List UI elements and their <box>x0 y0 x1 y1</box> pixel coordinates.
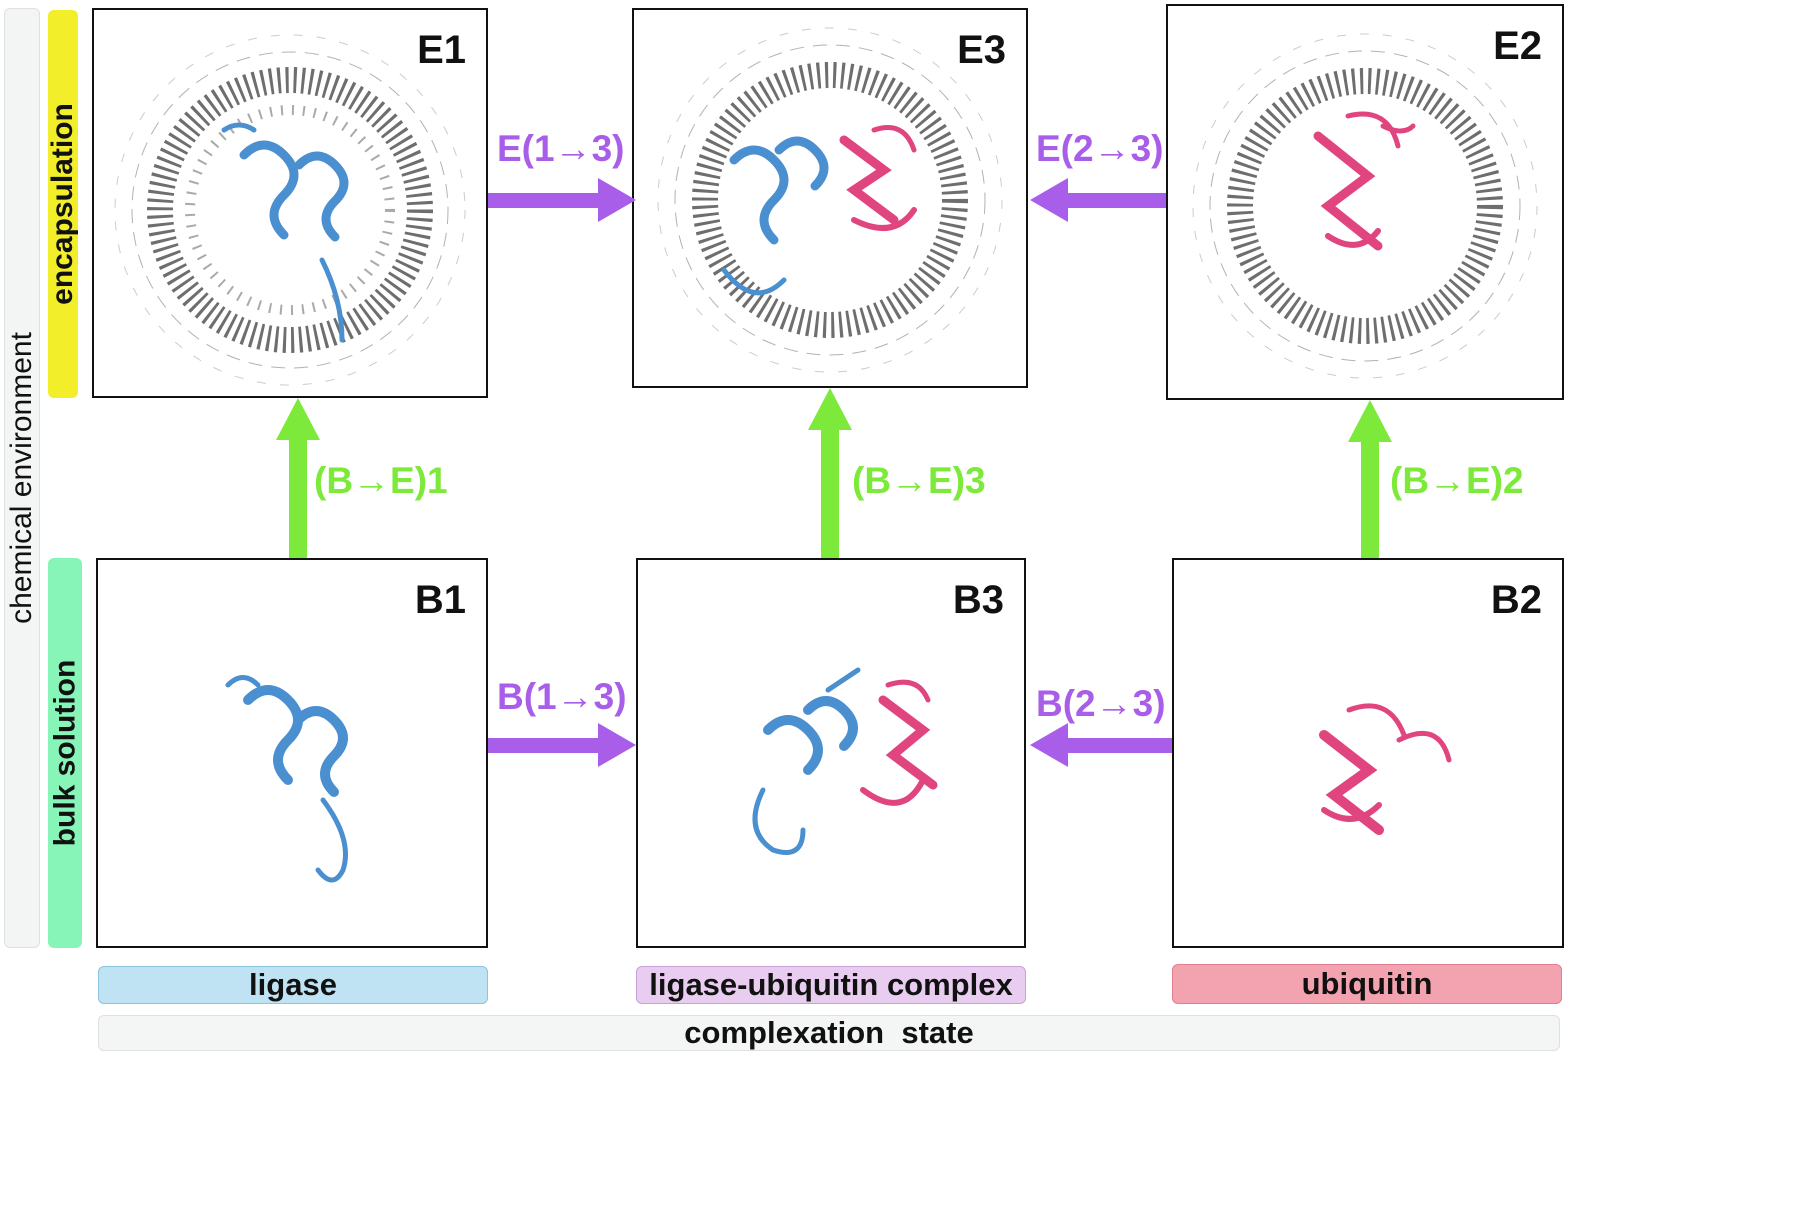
panel-b1: B1 <box>96 558 488 948</box>
micelle-shell <box>114 34 466 386</box>
panel-e1: E1 <box>92 8 488 398</box>
panel-b3-label: B3 <box>952 578 1004 622</box>
label-be-1: (B→E)1 <box>314 460 448 501</box>
arrow-be-3 <box>808 388 852 558</box>
ubiquitin-protein <box>1313 111 1416 251</box>
panel-b1-label: B1 <box>414 578 466 622</box>
ubiquitin-protein <box>1319 703 1452 835</box>
panel-e2-label: E2 <box>1493 24 1542 68</box>
bulk-solution-bar: bulk solution <box>48 558 82 948</box>
micelle-shell <box>1192 33 1538 379</box>
ligase-protein <box>721 136 829 296</box>
panel-b2: B2 <box>1172 558 1564 948</box>
e2-micelle-graphic <box>1192 33 1538 379</box>
label-e-1-3: E(1→3) <box>497 128 625 169</box>
e3-micelle-graphic <box>657 27 1003 373</box>
state-label-ubiquitin: ubiquitin <box>1172 964 1562 1004</box>
label-be-3: (B→E)3 <box>852 460 986 501</box>
arrow-be-1 <box>276 398 320 558</box>
arrow-e-2-3 <box>1030 178 1166 222</box>
state-label-ligase: ligase <box>98 966 488 1004</box>
ligase-protein <box>752 667 861 855</box>
arrow-b-2-3 <box>1030 723 1172 767</box>
b1-protein-graphic <box>225 675 348 883</box>
label-e-2-3: E(2→3) <box>1036 128 1164 169</box>
arrow-e-1-3 <box>488 178 636 222</box>
ubiquitin-protein <box>860 679 938 806</box>
panel-e3: E3 <box>632 8 1028 388</box>
panel-e1-label: E1 <box>417 28 466 72</box>
arrow-be-2 <box>1348 400 1392 558</box>
e1-micelle-graphic <box>114 34 466 386</box>
complexation-state-axis: complexation state <box>98 1015 1560 1051</box>
ubiquitin-protein <box>839 125 917 231</box>
label-b-1-3: B(1→3) <box>497 676 627 717</box>
b2-protein-graphic <box>1319 703 1452 835</box>
panel-b3: B3 <box>636 558 1026 948</box>
micelle-shell <box>657 27 1003 373</box>
label-be-2: (B→E)2 <box>1390 460 1524 501</box>
ligase-protein <box>225 675 348 883</box>
arrow-b-1-3 <box>488 723 636 767</box>
chemical-environment-axis: chemical environment <box>4 8 40 948</box>
panel-e2: E2 <box>1166 4 1564 400</box>
encapsulation-bar: encapsulation <box>46 10 79 398</box>
panel-b2-label: B2 <box>1490 578 1542 622</box>
ligase-protein <box>221 122 349 343</box>
label-b-2-3: B(2→3) <box>1036 683 1166 724</box>
b3-complex-graphic <box>752 667 938 855</box>
panel-e3-label: E3 <box>957 28 1006 72</box>
state-label-complex: ligase-ubiquitin complex <box>636 966 1026 1004</box>
